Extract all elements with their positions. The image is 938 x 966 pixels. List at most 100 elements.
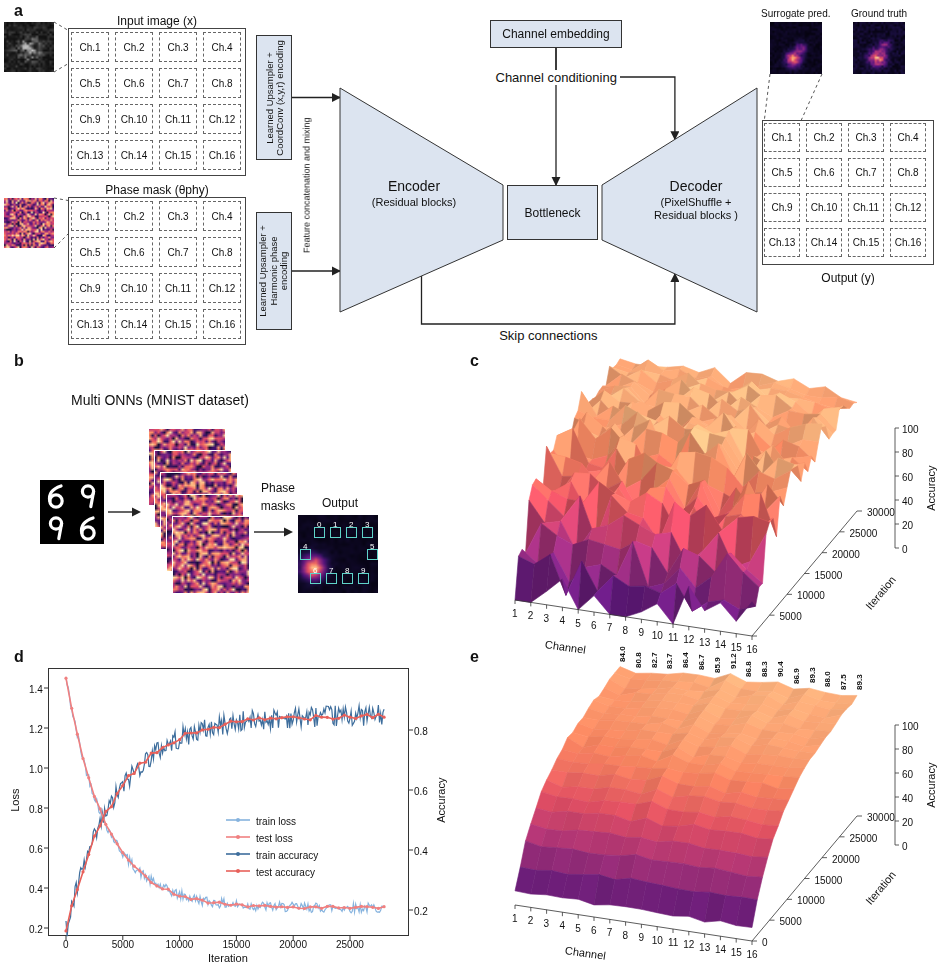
cell-label: Ch.5 (79, 78, 100, 89)
label-text: 6 (591, 620, 597, 631)
cell-label: Ch.6 (123, 78, 144, 89)
channel-cell: Ch.6 (115, 237, 153, 267)
label-text: 15 (731, 642, 742, 653)
figure-label: 20000 (832, 544, 860, 562)
label-text: 1 (333, 520, 337, 529)
label-text: 10000 (797, 895, 825, 906)
label-text: 3 (365, 520, 369, 529)
figure-label: 12 (683, 629, 694, 647)
figure-label: Iteration (860, 866, 900, 908)
cell-label: Ch.13 (77, 319, 104, 330)
cell-label: Ch.2 (123, 42, 144, 53)
figure-label: 20000 (279, 934, 307, 952)
label-text: 0.4 (414, 846, 428, 857)
legend-entry: test accuracy (256, 862, 315, 880)
figure-label: 0.4 (414, 841, 428, 859)
label-text: 0.6 (414, 786, 428, 797)
input-grid: Input image (x)Ch.1Ch.2Ch.3Ch.4Ch.5Ch.6C… (68, 28, 246, 176)
channel-cell: Ch.12 (203, 104, 241, 134)
figure-label: 6 (591, 615, 597, 633)
label-text: 80.8 (633, 653, 642, 669)
heading-text: Input image (x) (117, 14, 197, 28)
upsampler-text: Learned Upsampler + Harmonic phase encod… (258, 216, 289, 326)
figure-label: 86.7 (690, 654, 708, 670)
figure-label: 10 (652, 930, 663, 948)
legend-entry: test loss (256, 828, 293, 846)
figure-label: 15000 (222, 934, 250, 952)
panel-letter: d (14, 648, 24, 666)
figure-label: 3 (544, 913, 550, 931)
label-text: 6 (313, 566, 317, 575)
label-text: Iteration (208, 952, 248, 964)
label-text: Multi ONNs (MNIST dataset) (71, 392, 249, 408)
figure-label: 89.3 (848, 675, 866, 691)
label-text: 10000 (797, 590, 825, 601)
legend-entry: train loss (256, 811, 296, 829)
channel-cell: Ch.3 (159, 32, 197, 62)
figure-label: 86.4 (674, 652, 692, 668)
label-text: 80 (902, 448, 913, 459)
channel-cell: Ch.9 (71, 104, 109, 134)
cell-label: Ch.13 (77, 150, 104, 161)
label-text: 89.3 (807, 668, 816, 684)
figure-label: Phase masks (252, 478, 304, 515)
figure-label: 10000 (797, 585, 825, 603)
figure-label: 6 (313, 559, 317, 577)
figure-label: 0.2 (414, 901, 428, 919)
figure-label: Ground truth (851, 3, 907, 21)
channel-cell: Ch.1 (71, 201, 109, 231)
label-text: Channel (544, 638, 586, 656)
label-text: 2 (528, 915, 534, 926)
label-text: 7 (607, 622, 613, 633)
figure-label: Surrogate pred. (761, 3, 831, 21)
label-text: 20 (902, 520, 913, 531)
label-text: 0.6 (29, 844, 43, 855)
edge-label-text: Skip connections (496, 328, 600, 343)
block-title: Encoder (352, 178, 476, 196)
panel-letter-text: e (470, 648, 479, 665)
cell-label: Ch.14 (811, 237, 838, 248)
channel-cell: Ch.13 (71, 140, 109, 170)
cell-label: Ch.7 (167, 78, 188, 89)
label-text: 11 (668, 632, 678, 643)
figure-label: 4 (559, 915, 565, 933)
channel-cell: Ch.7 (159, 68, 197, 98)
panel-letter-text: a (14, 2, 23, 19)
legend-text: train loss (256, 816, 296, 827)
figure-label: 90.4 (769, 661, 787, 677)
figure-label: 10 (652, 625, 663, 643)
label-text: 86.9 (791, 668, 800, 684)
channel-cell: Ch.16 (890, 228, 926, 257)
label-text: 30000 (867, 812, 895, 823)
label-text: 10000 (166, 939, 194, 950)
figure-label: 2 (349, 513, 353, 531)
label-text: 15000 (222, 939, 250, 950)
channel-cell: Ch.7 (159, 237, 197, 267)
figure-label: 0 (902, 539, 908, 557)
label-text: Ground truth (851, 8, 907, 19)
figure-label: 16 (747, 944, 758, 962)
figure-label: 13 (699, 937, 710, 955)
label-text: 8 (623, 625, 629, 636)
figure-label: 80.8 (626, 653, 644, 669)
channel-cell: Ch.11 (159, 273, 197, 303)
figure-label: 40 (902, 491, 913, 509)
label-text: 0 (762, 937, 768, 948)
label-text: 100 (902, 721, 919, 732)
connector (292, 270, 340, 271)
label-text: 89.3 (855, 675, 864, 691)
label-text: Iteration (863, 574, 898, 612)
label-text: 3 (544, 918, 550, 929)
figure-label: 0 (63, 934, 69, 952)
label-text: 91.2 (728, 653, 737, 669)
label-text: 83.7 (665, 654, 674, 670)
cell-label: Ch.8 (211, 247, 232, 258)
figure-label: 0 (317, 513, 321, 531)
cell-label: Ch.6 (813, 167, 834, 178)
label-text: 8 (345, 566, 349, 575)
figure-label: 0.6 (414, 781, 428, 799)
panel-letter: c (470, 352, 479, 370)
channel-cell: Ch.15 (848, 228, 884, 257)
channel-cell: Ch.3 (848, 123, 884, 152)
label-text: Loss (9, 789, 21, 812)
